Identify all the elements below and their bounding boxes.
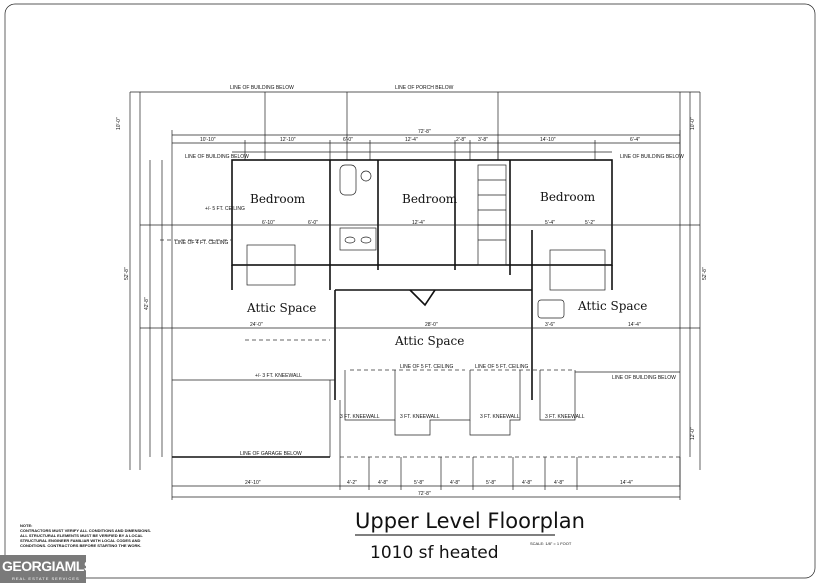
inner-dimension: 5'-4" [545, 220, 555, 226]
top-dimension: 14'-10" [540, 137, 556, 143]
top-dimension: 6'-0" [343, 137, 353, 143]
side-dimension: 52'-8" [124, 267, 130, 280]
bedroom-right-label: Bedroom [540, 190, 596, 204]
side-dimension: 42'-8" [144, 297, 150, 310]
georgia-mls-logo: GEORGIAMLS REAL ESTATE SERVICES [0, 555, 93, 583]
side-dimension: 10'-0" [116, 117, 122, 130]
bedroom-center-label: Bedroom [402, 192, 458, 206]
top-dimension: 12'-4" [405, 137, 418, 143]
scale-note: SCALE: 1/8" = 1 FOOT [530, 541, 572, 546]
bottom-dimension: 24'-10" [245, 480, 261, 486]
attic-space-right-label: Attic Space [577, 299, 647, 313]
inner-dimension: 6'-0" [308, 220, 318, 226]
inner-dimension: 14'-4" [628, 322, 641, 328]
top-dimension: 12'-10" [280, 137, 296, 143]
inner-dimension: 28'-0" [425, 322, 438, 328]
bedroom-left-label: Bedroom [250, 192, 306, 206]
bottom-overall-dimension: 72'-8" [418, 491, 431, 497]
svg-text:ALL STRUCTURAL ELEMENTS MUST B: ALL STRUCTURAL ELEMENTS MUST BE VERIFIED… [20, 533, 143, 538]
svg-text:CONTRACTORS MUST VERIFY ALL CO: CONTRACTORS MUST VERIFY ALL CONDITIONS A… [20, 528, 151, 533]
bottom-dimension: 4'-8" [522, 480, 532, 486]
bottom-dimension-lines [171, 457, 681, 500]
bottom-dimension: 4'-8" [378, 480, 388, 486]
kneewall-note: 3 FT. KNEEWALL [400, 414, 440, 420]
line-of-porch-below-note: LINE OF PORCH BELOW [395, 85, 454, 91]
attic-space-left-label: Attic Space [246, 301, 316, 315]
ceiling-note: +/- 5 FT. CEILING [205, 206, 245, 212]
attic-space-center-label: Attic Space [394, 334, 464, 348]
sheet-border [4, 3, 816, 579]
heated-area: 1010 sf heated [370, 543, 498, 563]
ceiling-note: LINE OF 5 FT. CEILING [475, 364, 528, 370]
top-dimension: 2'-8" [456, 137, 466, 143]
bottom-dimension: 5'-8" [486, 480, 496, 486]
line-of-building-below-note: LINE OF BUILDING BELOW [185, 154, 249, 160]
line-of-building-below-note: LINE OF BUILDING BELOW [612, 375, 676, 381]
side-dimension: 52'-8" [702, 267, 708, 280]
inner-dimension: 24'-0" [250, 322, 263, 328]
line-of-garage-below-note: LINE OF GARAGE BELOW [240, 451, 302, 457]
bottom-dimension: 5'-8" [414, 480, 424, 486]
svg-text:CONDITIONS. CONTRACTORS BEFORE: CONDITIONS. CONTRACTORS BEFORE STARTING … [20, 543, 141, 548]
plan-title: Upper Level Floorplan [355, 509, 585, 533]
top-overall-dimension: 72'-8" [418, 129, 431, 135]
inner-dimension: 5'-2" [585, 220, 595, 226]
svg-text:STRUCTURAL ENGINEER FAMILIAR W: STRUCTURAL ENGINEER FAMILIAR WITH LOCAL … [20, 538, 140, 543]
svg-text:NOTE:: NOTE: [20, 523, 32, 528]
top-dimension-lines [171, 130, 681, 160]
ceiling-note: LINE OF 4 FT. CEILING [175, 240, 228, 246]
ceiling-note: LINE OF 5 FT. CEILING [400, 364, 453, 370]
contractor-note: NOTE: CONTRACTORS MUST VERIFY ALL CONDIT… [20, 523, 151, 548]
logo-text: GEORGIAMLS [2, 558, 93, 574]
kneewall-note: 3 FT. KNEEWALL [340, 414, 380, 420]
dormers [140, 160, 700, 458]
top-dimension: 3'-8" [478, 137, 488, 143]
bottom-dimension: 4'-8" [450, 480, 460, 486]
side-dimension-lines [149, 92, 691, 457]
side-dimension: 10'-0" [690, 117, 696, 130]
kneewall-note: 3 FT. KNEEWALL [545, 414, 585, 420]
kneewall-note: +/- 3 FT. KNEEWALL [255, 373, 302, 379]
bottom-dimension: 4'-8" [554, 480, 564, 486]
bottom-dimension: 4'-2" [347, 480, 357, 486]
inner-dimension: 6'-10" [262, 220, 275, 226]
inner-dimension: 12'-4" [412, 220, 425, 226]
side-dimension: 12'-0" [690, 427, 696, 440]
line-of-building-below-note: LINE OF BUILDING BELOW [620, 154, 684, 160]
logo-subtext: REAL ESTATE SERVICES [12, 576, 80, 581]
top-dimension: 10'-10" [200, 137, 216, 143]
kneewall-note: 3 FT. KNEEWALL [480, 414, 520, 420]
bottom-dimension: 14'-4" [620, 480, 633, 486]
line-of-building-below-note: LINE OF BUILDING BELOW [230, 85, 294, 91]
top-dimension: 6'-4" [630, 137, 640, 143]
inner-dimension: 3'-6" [545, 322, 555, 328]
